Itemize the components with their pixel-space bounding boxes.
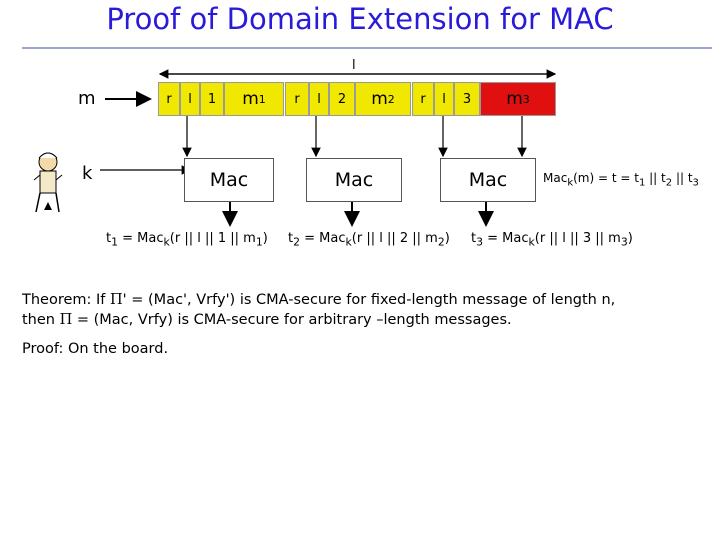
tag2-end: ) [444,231,450,246]
tag2-m-sub: 2 [437,235,445,249]
tag-3-label: t3 = Mack(r || l || 3 || m3) [471,231,633,249]
title-divider [22,47,712,49]
theorem-l2-rest: = (Mac, Vrfy) is CMA-secure for arbitrar… [72,312,512,328]
tag1-args: (r || l || 1 || m [169,231,256,246]
tag3-t: t [471,231,477,246]
key-label: k [82,163,93,184]
theorem-l1-rest: ' = (Mac', Vrfy') is CMA-secure for fixe… [122,292,616,308]
mac-box-1: Mac [184,158,274,202]
tag2-eq: = Mac [300,231,346,246]
tag3-k-sub: k [528,235,535,249]
tag-1-label: t1 = Mack(r || l || 1 || m1) [106,231,268,249]
block1-l-cell: l [180,82,200,116]
final-mac: Mac [543,171,568,185]
mac-box-3: Mac [440,158,536,202]
block3-l-cell: l [434,82,454,116]
block3-message: m [506,89,523,109]
tag3-end: ) [627,231,633,246]
tag2-t: t [288,231,294,246]
theorem-line-1: Theorem: If Π' = (Mac', Vrfy') is CMA-se… [22,290,615,310]
theorem-text: Theorem: If Π' = (Mac', Vrfy') is CMA-se… [22,290,615,330]
final-eq-c: || t [672,171,693,185]
slide-title: Proof of Domain Extension for MAC [106,2,614,36]
block3-index-cell: 3 [454,82,480,116]
block1-message: m [242,89,259,109]
message-label: m [78,88,96,109]
tag3-eq: = Mac [483,231,529,246]
block3-subscript: 3 [522,92,530,106]
tag3-m-sub: 3 [620,235,628,249]
tag1-eq: = Mac [118,231,164,246]
tag1-end: ) [262,231,268,246]
tag1-k-sub: k [163,235,170,249]
theorem-line-2: then Π = (Mac, Vrfy) is CMA-secure for a… [22,310,615,330]
tag1-t: t [106,231,112,246]
proof-text: Proof: On the board. [22,341,169,357]
block2-l-cell: l [309,82,329,116]
final-sub-1: 1 [638,177,646,189]
tag1-t-sub: 1 [111,235,118,249]
theorem-l2-prefix: then [22,312,60,328]
mac-box-2: Mac [306,158,402,202]
block2-subscript: 2 [387,92,395,106]
final-sub-3: 3 [692,177,699,189]
tag3-args: (r || l || 3 || m [534,231,621,246]
pi-symbol-2: Π [59,312,73,328]
final-k-sub: k [567,177,574,189]
final-sub-2: 2 [665,177,673,189]
block2-r-cell: r [285,82,309,116]
tag3-t-sub: 3 [476,235,483,249]
tag-2-label: t2 = Mack(r || l || 2 || m2) [288,231,450,249]
tag2-k-sub: k [345,235,352,249]
block2-message: m [371,89,388,109]
block3-r-cell: r [412,82,434,116]
tag2-t-sub: 2 [293,235,300,249]
final-eq-b: || t [645,171,666,185]
person-icon [33,152,63,213]
tag1-m-sub: 1 [255,235,263,249]
theorem-l1-prefix: Theorem: If [22,292,111,308]
block2-index-cell: 2 [329,82,355,116]
final-tag-equation: Mack(m) = t = t1 || t2 || t3 [543,171,699,188]
pi-symbol-1: Π [110,292,123,308]
final-eq-a: (m) = t = t [573,171,639,185]
block1-index-cell: 1 [200,82,224,116]
tag2-args: (r || l || 2 || m [351,231,438,246]
block1-subscript: 1 [258,92,266,106]
block1-r-cell: r [158,82,180,116]
length-label: l [352,58,356,73]
